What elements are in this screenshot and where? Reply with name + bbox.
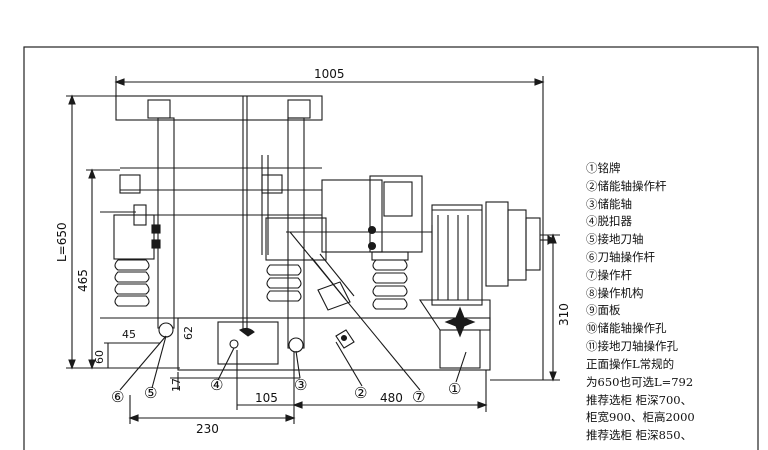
legend-item: ⑩储能轴操作孔	[586, 321, 667, 336]
legend-item: ⑨面板	[586, 303, 621, 318]
note-line: 为650也可选L=792	[586, 374, 694, 389]
callout-7: ⑦	[412, 388, 425, 406]
legend-item: ⑦操作杆	[586, 267, 632, 282]
notes: 正面操作L常规的 为650也可选L=792 推荐选柜 柜深700、 柜宽900、…	[586, 356, 762, 445]
legend-item: ④脱扣器	[586, 214, 632, 229]
legend-item: ①铭牌	[586, 161, 621, 175]
note-line: 推荐选柜 柜深700、	[586, 392, 693, 407]
note-line: 推荐选柜 柜深850、	[586, 428, 693, 443]
legend-item: ⑥刀轴操作杆	[586, 249, 655, 264]
dim-45: 45	[122, 328, 136, 341]
callout-3: ③	[294, 376, 307, 394]
note-line: 柜宽900、柜高2000	[586, 410, 695, 425]
dim-L650: L=650	[55, 222, 69, 262]
callout-4: ④	[210, 376, 223, 394]
legend-item: ③储能轴	[586, 196, 632, 211]
note-line: 正面操作L常规的	[586, 357, 675, 371]
callout-1: ①	[448, 380, 461, 398]
legend-item: ⑤接地刀轴	[586, 232, 644, 247]
callout-6: ⑥	[111, 388, 124, 406]
outer-frame	[23, 46, 759, 450]
parts-legend: ①铭牌 ②储能轴操作杆 ③储能轴 ④脱扣器 ⑤接地刀轴 ⑥刀轴操作杆 ⑦操作杆 …	[586, 160, 762, 356]
dim-230: 230	[196, 422, 219, 436]
dim-1005: 1005	[314, 67, 345, 81]
legend-item: ②储能轴操作杆	[586, 178, 667, 193]
dim-480: 480	[380, 391, 403, 405]
callout-5: ⑤	[144, 384, 157, 402]
legend-item: ⑪接地刀轴操作孔	[586, 338, 678, 353]
dim-62: 62	[182, 326, 195, 340]
dim-310: 310	[557, 303, 571, 326]
dim-465: 465	[76, 269, 90, 292]
dim-17: 17	[170, 378, 183, 392]
dim-60: 60	[93, 350, 106, 364]
legend-item: ⑧操作机构	[586, 285, 644, 300]
dim-105: 105	[255, 391, 278, 405]
callout-2: ②	[354, 384, 367, 402]
